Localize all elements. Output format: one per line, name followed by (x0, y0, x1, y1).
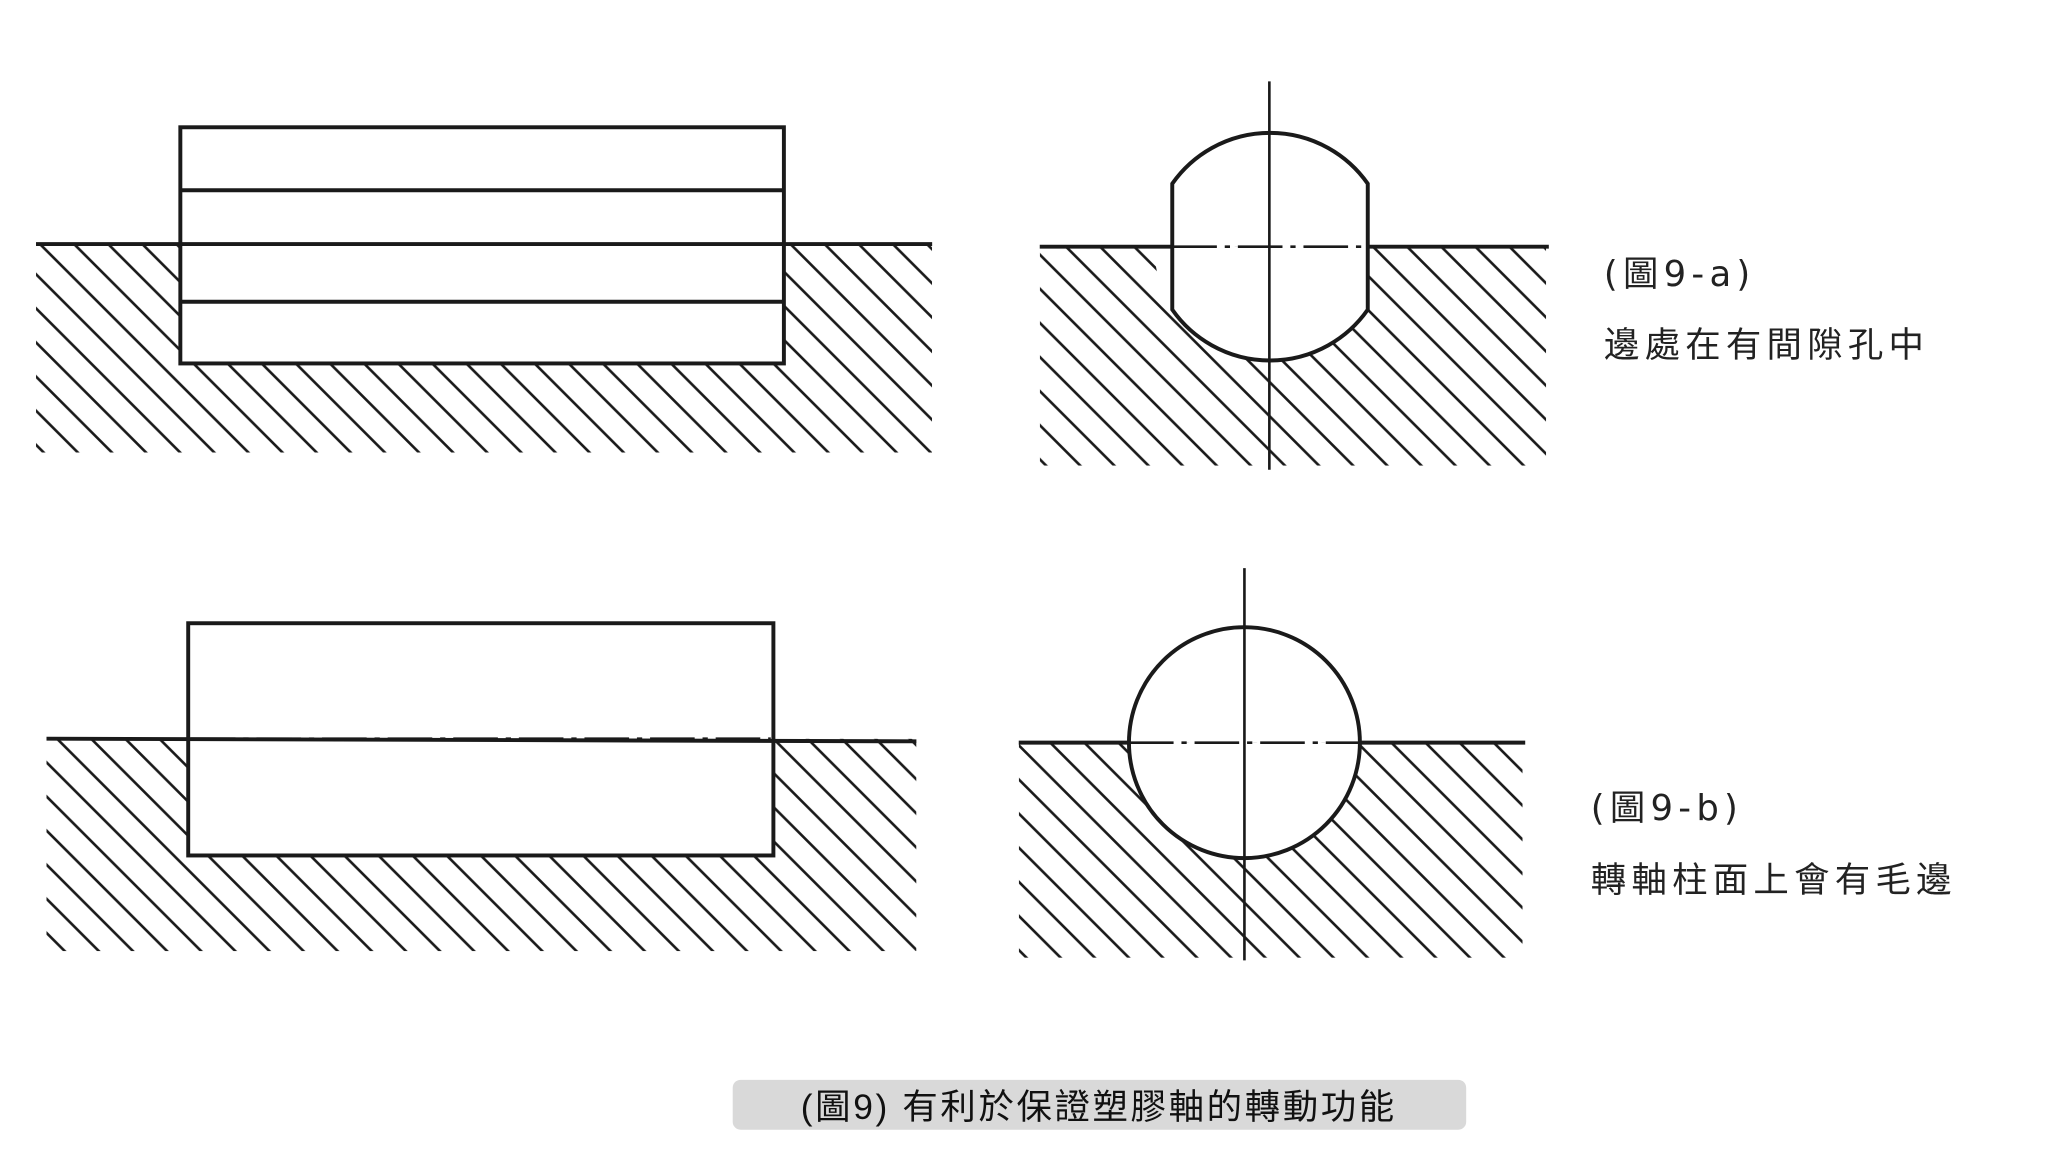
hatched-base (1018, 742, 1523, 958)
shaft-section (1170, 130, 1370, 363)
figure-b-side-view (46, 621, 917, 952)
hatched-base (46, 738, 917, 952)
caption-background (732, 1079, 1467, 1130)
figure-a-section-view (1039, 81, 1549, 470)
figure-caption: (圖9) 有利於保證塑膠軸的轉動功能 (732, 1079, 1467, 1130)
figure-b-description: 轉軸柱面上會有毛邊 (1591, 860, 1957, 901)
figure-a-side-view (36, 125, 933, 453)
hatched-base (1039, 246, 1547, 466)
figure-a-description: 邊處在有間隙孔中 (1604, 325, 1929, 366)
shaft-rect (186, 621, 776, 858)
shaft-rect (178, 125, 786, 366)
hatched-base (36, 244, 933, 453)
figure-b-label: (圖9-b) (1591, 788, 1743, 829)
figure-a-label: (圖9-a) (1604, 254, 1756, 295)
figure-b-section-view (1018, 568, 1526, 961)
caption-text: (圖9) 有利於保證塑膠軸的轉動功能 (801, 1087, 1397, 1127)
